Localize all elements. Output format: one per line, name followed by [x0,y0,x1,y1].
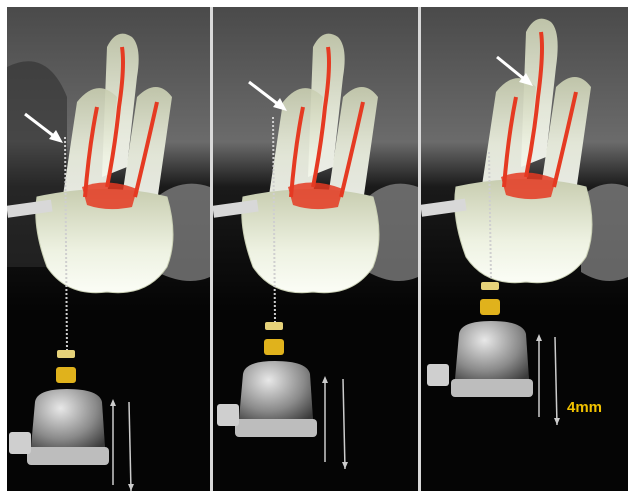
handpiece-side [9,432,31,454]
depth-arrows [110,399,134,491]
panel-1 [7,7,210,491]
handpiece-icon [239,361,313,425]
pulp-chamber [288,182,343,209]
rubber-stopper-icon [265,322,283,330]
panel-2 [213,7,418,491]
handpiece-icon [455,321,529,385]
file-handle [480,299,500,315]
handpiece-side [427,364,449,386]
rubber-stopper-icon [57,350,75,358]
handpiece-base [27,447,109,465]
pulp-chamber [501,172,556,199]
rubber-stopper-icon [481,282,499,290]
image-frame: 4mm [7,7,628,491]
panel-3: 4mm [421,7,628,491]
file-handle [264,339,284,355]
depth-arrows [536,334,560,425]
pulp-chamber [82,182,137,209]
handpiece-base [451,379,533,397]
measurement-label: 4mm [567,399,602,416]
handpiece-base [235,419,317,437]
depth-arrows [322,376,348,469]
handpiece-side [217,404,239,426]
file-handle [56,367,76,383]
handpiece-icon [31,389,105,453]
